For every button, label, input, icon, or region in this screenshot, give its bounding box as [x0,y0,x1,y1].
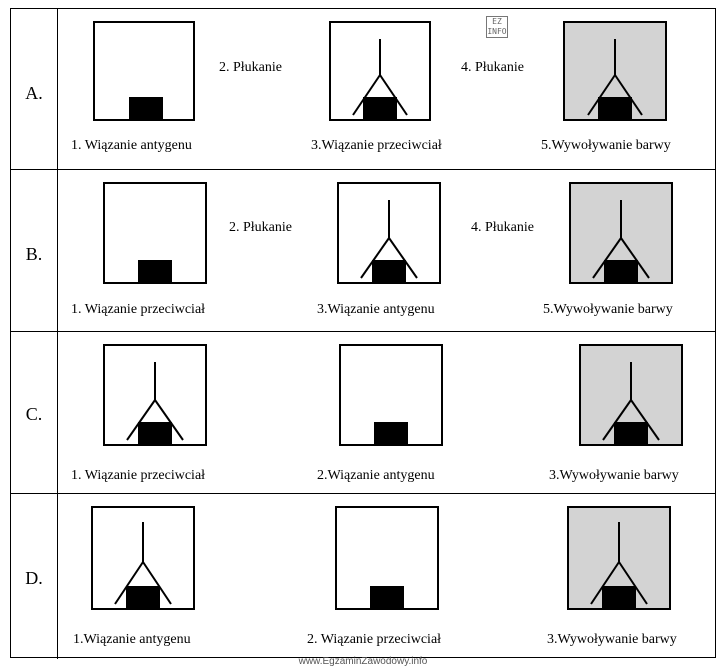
wash-label: 4. Płukanie [461,60,524,75]
answer-grid: A. 2. Płukanie 4. Płukanie 1. Wiązanie a… [10,8,716,659]
well-developed [579,344,683,446]
antigen-block [604,260,638,282]
antigen-block [598,97,632,119]
row-letter: B. [25,244,43,264]
well-antibody-bound [103,344,207,446]
antigen-block [370,586,404,608]
letter-cell: C. [11,332,58,494]
antigen-block [614,422,648,444]
antibody-icon [602,362,660,441]
ez-info-logo: EZ INFO [486,16,508,38]
antigen-block [126,586,160,608]
antigen-block [138,422,172,444]
well-developed [563,21,667,121]
well-developed [567,506,671,610]
antibody-icon [360,200,418,279]
row-a: A. 2. Płukanie 4. Płukanie 1. Wiązanie a… [11,9,715,169]
antigen-block [129,97,163,119]
well-developed [569,182,673,284]
letter-cell: A. [11,9,58,169]
row-letter: C. [25,404,43,424]
row-c: C. 1. Wiązanie przeciwciał 2.Wiązanie an… [11,331,715,494]
step-caption: 5.Wywoływanie barwy [543,302,673,317]
antigen-block [602,586,636,608]
antigen-block [138,260,172,282]
antibody-icon [590,522,648,605]
row-letter: A. [25,83,43,103]
step-caption: 3.Wiązanie przeciwciał [311,138,442,153]
wash-label: 4. Płukanie [471,220,534,235]
antibody-icon [352,39,408,116]
step-caption: 1.Wiązanie antygenu [73,632,191,647]
step-caption: 2. Wiązanie przeciwciał [307,632,442,647]
well-antibody-bound [103,182,207,284]
well-antigen [93,21,195,121]
row-d: D. 1.Wiązanie antygenu 2. Wiązanie przec… [11,493,715,659]
step-caption: 3.Wywoływanie barwy [547,632,677,647]
row-b: B. 2. Płukanie 4. Płukanie 1. Wiązanie p… [11,169,715,332]
footer-url: www.EgzaminZawodowy.info [298,656,428,667]
antibody-icon [592,200,650,279]
antibody-icon [587,39,643,116]
step-caption: 3.Wywoływanie barwy [549,468,679,483]
antigen-block [363,97,397,119]
step-caption: 2.Wiązanie antygenu [317,468,435,483]
step-caption: 1. Wiązanie przeciwciał [71,468,206,483]
antibody-icon [114,522,172,605]
well-antigen-bound [337,182,441,284]
well-antigen-bound [91,506,195,610]
letter-cell: D. [11,494,58,659]
row-letter: D. [25,568,43,588]
well-antibody [329,21,431,121]
well-antigen [339,344,443,446]
step-caption: 1. Wiązanie przeciwciał [71,302,206,317]
step-caption: 5.Wywoływanie barwy [541,138,671,153]
wash-label: 2. Płukanie [229,220,292,235]
step-caption: 3.Wiązanie antygenu [317,302,435,317]
antibody-icon [126,362,184,441]
wash-label: 2. Płukanie [219,60,282,75]
step-caption: 1. Wiązanie antygenu [71,138,192,153]
letter-cell: B. [11,170,58,332]
antigen-block [372,260,406,282]
antigen-block [374,422,408,444]
well-antibody [335,506,439,610]
